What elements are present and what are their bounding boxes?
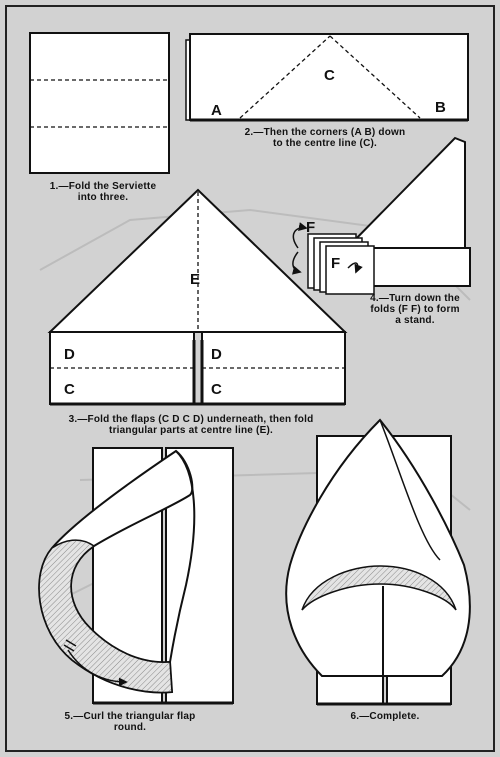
step6-complete <box>285 418 471 706</box>
label-c-right: C <box>211 381 222 398</box>
step3-caption-line2: triangular parts at centre line (E). <box>109 425 273 436</box>
step1-caption-line1: 1.—Fold the Serviette <box>49 181 157 192</box>
step5-caption-line1: 5.—Curl the triangular flap <box>64 711 196 722</box>
label-d-left: D <box>64 346 75 363</box>
step3-caption: 3.—Fold the flaps (C D C D) underneath, … <box>6 414 376 436</box>
step6-caption: 6.—Complete. <box>300 711 470 722</box>
step1-caption-line2: into three. <box>77 192 129 203</box>
label-e: E <box>190 271 200 288</box>
step4-caption: 4.—Turn down the folds (F F) to form a s… <box>345 293 485 326</box>
label-d-right: D <box>211 346 222 363</box>
step4-caption-line1: 4.—Turn down the <box>370 293 460 304</box>
label-c-step2: C <box>324 67 335 84</box>
step4-stand: F F <box>291 136 471 295</box>
step4-caption-line3: a stand. <box>395 315 435 326</box>
label-c-left: C <box>64 381 75 398</box>
step5-caption: 5.—Curl the triangular flap round. <box>30 711 230 733</box>
outer-frame <box>5 5 495 752</box>
step2-caption-line1: 2.—Then the corners (A B) down <box>244 127 406 138</box>
step1-caption: 1.—Fold the Serviette into three. <box>18 181 188 203</box>
step1-square <box>29 32 170 174</box>
step5-curl <box>38 447 234 705</box>
label-f-front: F <box>331 255 340 272</box>
label-f-top: F <box>306 219 315 236</box>
step3-triangle: E D D C C <box>47 188 348 406</box>
step4-caption-line2: folds (F F) to form <box>370 304 460 315</box>
label-a: A <box>211 102 222 119</box>
step2-strip: A B C <box>185 33 469 122</box>
step2-caption-line2: to the centre line (C). <box>272 138 378 149</box>
label-b: B <box>435 99 446 116</box>
step5-caption-line2: round. <box>113 722 147 733</box>
step6-caption-line1: 6.—Complete. <box>350 711 420 722</box>
step2-caption: 2.—Then the corners (A B) down to the ce… <box>200 127 450 149</box>
step3-caption-line1: 3.—Fold the flaps (C D C D) underneath, … <box>68 414 314 425</box>
